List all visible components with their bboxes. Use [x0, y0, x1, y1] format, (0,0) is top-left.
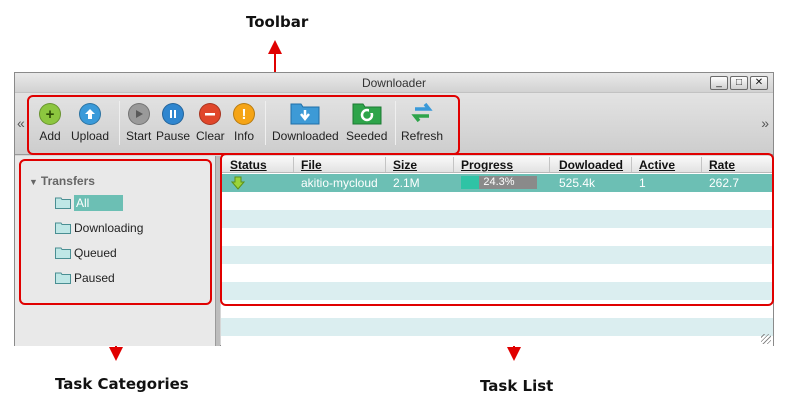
folder-icon [55, 197, 71, 209]
row-rate: 262.7 [709, 176, 740, 190]
task-list-callout-arrow-head [507, 347, 521, 361]
empty-row [221, 246, 773, 264]
task-list-highlight-box [220, 153, 774, 306]
column-active[interactable]: Active [639, 158, 676, 172]
folder-icon [55, 222, 71, 234]
column-status[interactable]: Status [230, 158, 267, 172]
category-queued[interactable]: Queued [55, 244, 117, 262]
folder-icon [55, 272, 71, 284]
row-progress-bar: 24.3% [461, 176, 537, 189]
column-size[interactable]: Size [393, 158, 418, 172]
add-button-label: Add [39, 129, 61, 143]
toolbar-separator [395, 101, 396, 145]
column-downloaded[interactable]: Dowloaded [559, 158, 624, 172]
empty-row [221, 318, 773, 336]
pause-icon [162, 103, 185, 125]
title-bar: Downloader _ □ ✕ [15, 73, 773, 93]
info-button-label: Info [233, 129, 254, 143]
start-button[interactable]: Start [126, 99, 151, 143]
task-list: Status File Size Progress Dowloaded Acti… [221, 156, 773, 346]
category-paused-label: Paused [74, 271, 115, 285]
resize-grip[interactable] [761, 334, 771, 344]
downloaded-button-label: Downloaded [272, 129, 339, 143]
scroll-right-button[interactable]: » [761, 115, 769, 131]
minus-icon [199, 103, 222, 125]
empty-row [221, 210, 773, 228]
column-separator [293, 157, 294, 172]
column-rate[interactable]: Rate [709, 158, 736, 172]
seeded-button[interactable]: Seeded [346, 99, 387, 143]
progress-fill [461, 176, 480, 189]
refresh-icon [411, 102, 433, 123]
column-progress[interactable]: Progress [461, 158, 514, 172]
category-queued-label: Queued [74, 246, 117, 260]
seeded-button-label: Seeded [346, 129, 388, 143]
column-separator [549, 157, 550, 172]
seed-folder-icon [352, 103, 382, 125]
window-title: Downloader [361, 76, 427, 90]
column-separator [701, 157, 702, 172]
row-file: akitio-mycloud [301, 176, 378, 190]
toolbar-separator [119, 101, 120, 145]
pause-button-label: Pause [156, 129, 191, 143]
downloader-window: Downloader _ □ ✕ « » + Add Upload Start [14, 72, 774, 346]
refresh-button[interactable]: Refresh [401, 99, 443, 143]
upload-button[interactable]: Upload [71, 99, 109, 143]
window-controls: _ □ ✕ [710, 76, 768, 90]
down-arrow-icon [231, 176, 245, 190]
clear-button[interactable]: Clear [196, 99, 225, 143]
folder-icon [55, 247, 71, 259]
row-progress-text: 24.3% [483, 176, 515, 188]
category-all[interactable]: All [55, 194, 124, 212]
empty-row [221, 228, 773, 246]
scroll-left-button[interactable]: « [17, 115, 25, 131]
task-list-header: Status File Size Progress Dowloaded Acti… [221, 156, 773, 173]
tree-root-label: Transfers [40, 174, 95, 188]
minimize-button[interactable]: _ [710, 76, 728, 90]
refresh-button-label: Refresh [401, 129, 444, 143]
empty-row [221, 264, 773, 282]
tree-root-transfers[interactable]: ▼Transfers [29, 174, 95, 188]
task-list-callout: Task List [480, 377, 554, 395]
column-file[interactable]: File [301, 158, 322, 172]
downloaded-button[interactable]: Downloaded [272, 99, 339, 143]
start-button-label: Start [126, 129, 152, 143]
category-downloading[interactable]: Downloading [55, 219, 143, 237]
play-icon [127, 103, 150, 125]
maximize-button[interactable]: □ [730, 76, 748, 90]
task-categories-panel: ▼Transfers All Downloading Queued Paused [15, 156, 216, 346]
toolbar-callout-arrow-head [268, 40, 282, 54]
empty-row [221, 282, 773, 300]
column-separator [631, 157, 632, 172]
task-categories-highlight-box [19, 159, 212, 305]
toolbar-callout: Toolbar [246, 13, 309, 31]
toolbar: « » + Add Upload Start Pause [15, 93, 773, 155]
exclamation-icon: ! [233, 103, 255, 125]
collapse-triangle-icon: ▼ [29, 177, 38, 187]
category-paused[interactable]: Paused [55, 269, 115, 287]
task-categories-callout-arrow-head [109, 347, 123, 361]
toolbar-highlight-box [27, 95, 460, 155]
table-row[interactable]: akitio-mycloud 2.1M 24.3% 525.4k 1 262.7 [221, 174, 773, 192]
empty-row [221, 192, 773, 210]
task-categories-callout: Task Categories [55, 375, 189, 393]
plus-icon: + [39, 103, 61, 125]
clear-button-label: Clear [196, 129, 225, 143]
info-button[interactable]: ! Info [233, 99, 255, 143]
close-button[interactable]: ✕ [750, 76, 768, 90]
panel-splitter[interactable] [216, 156, 220, 346]
row-downloaded: 525.4k [559, 176, 596, 190]
add-button[interactable]: + Add [39, 99, 61, 143]
category-downloading-label: Downloading [74, 221, 144, 235]
column-separator [385, 157, 386, 172]
row-size: 2.1M [393, 176, 420, 190]
upload-icon [79, 103, 102, 125]
download-folder-icon [290, 103, 320, 125]
column-separator [453, 157, 454, 172]
pause-button[interactable]: Pause [156, 99, 190, 143]
category-all-label: All [74, 195, 124, 211]
row-active: 1 [639, 176, 646, 190]
toolbar-separator [265, 101, 266, 145]
upload-button-label: Upload [71, 129, 110, 143]
